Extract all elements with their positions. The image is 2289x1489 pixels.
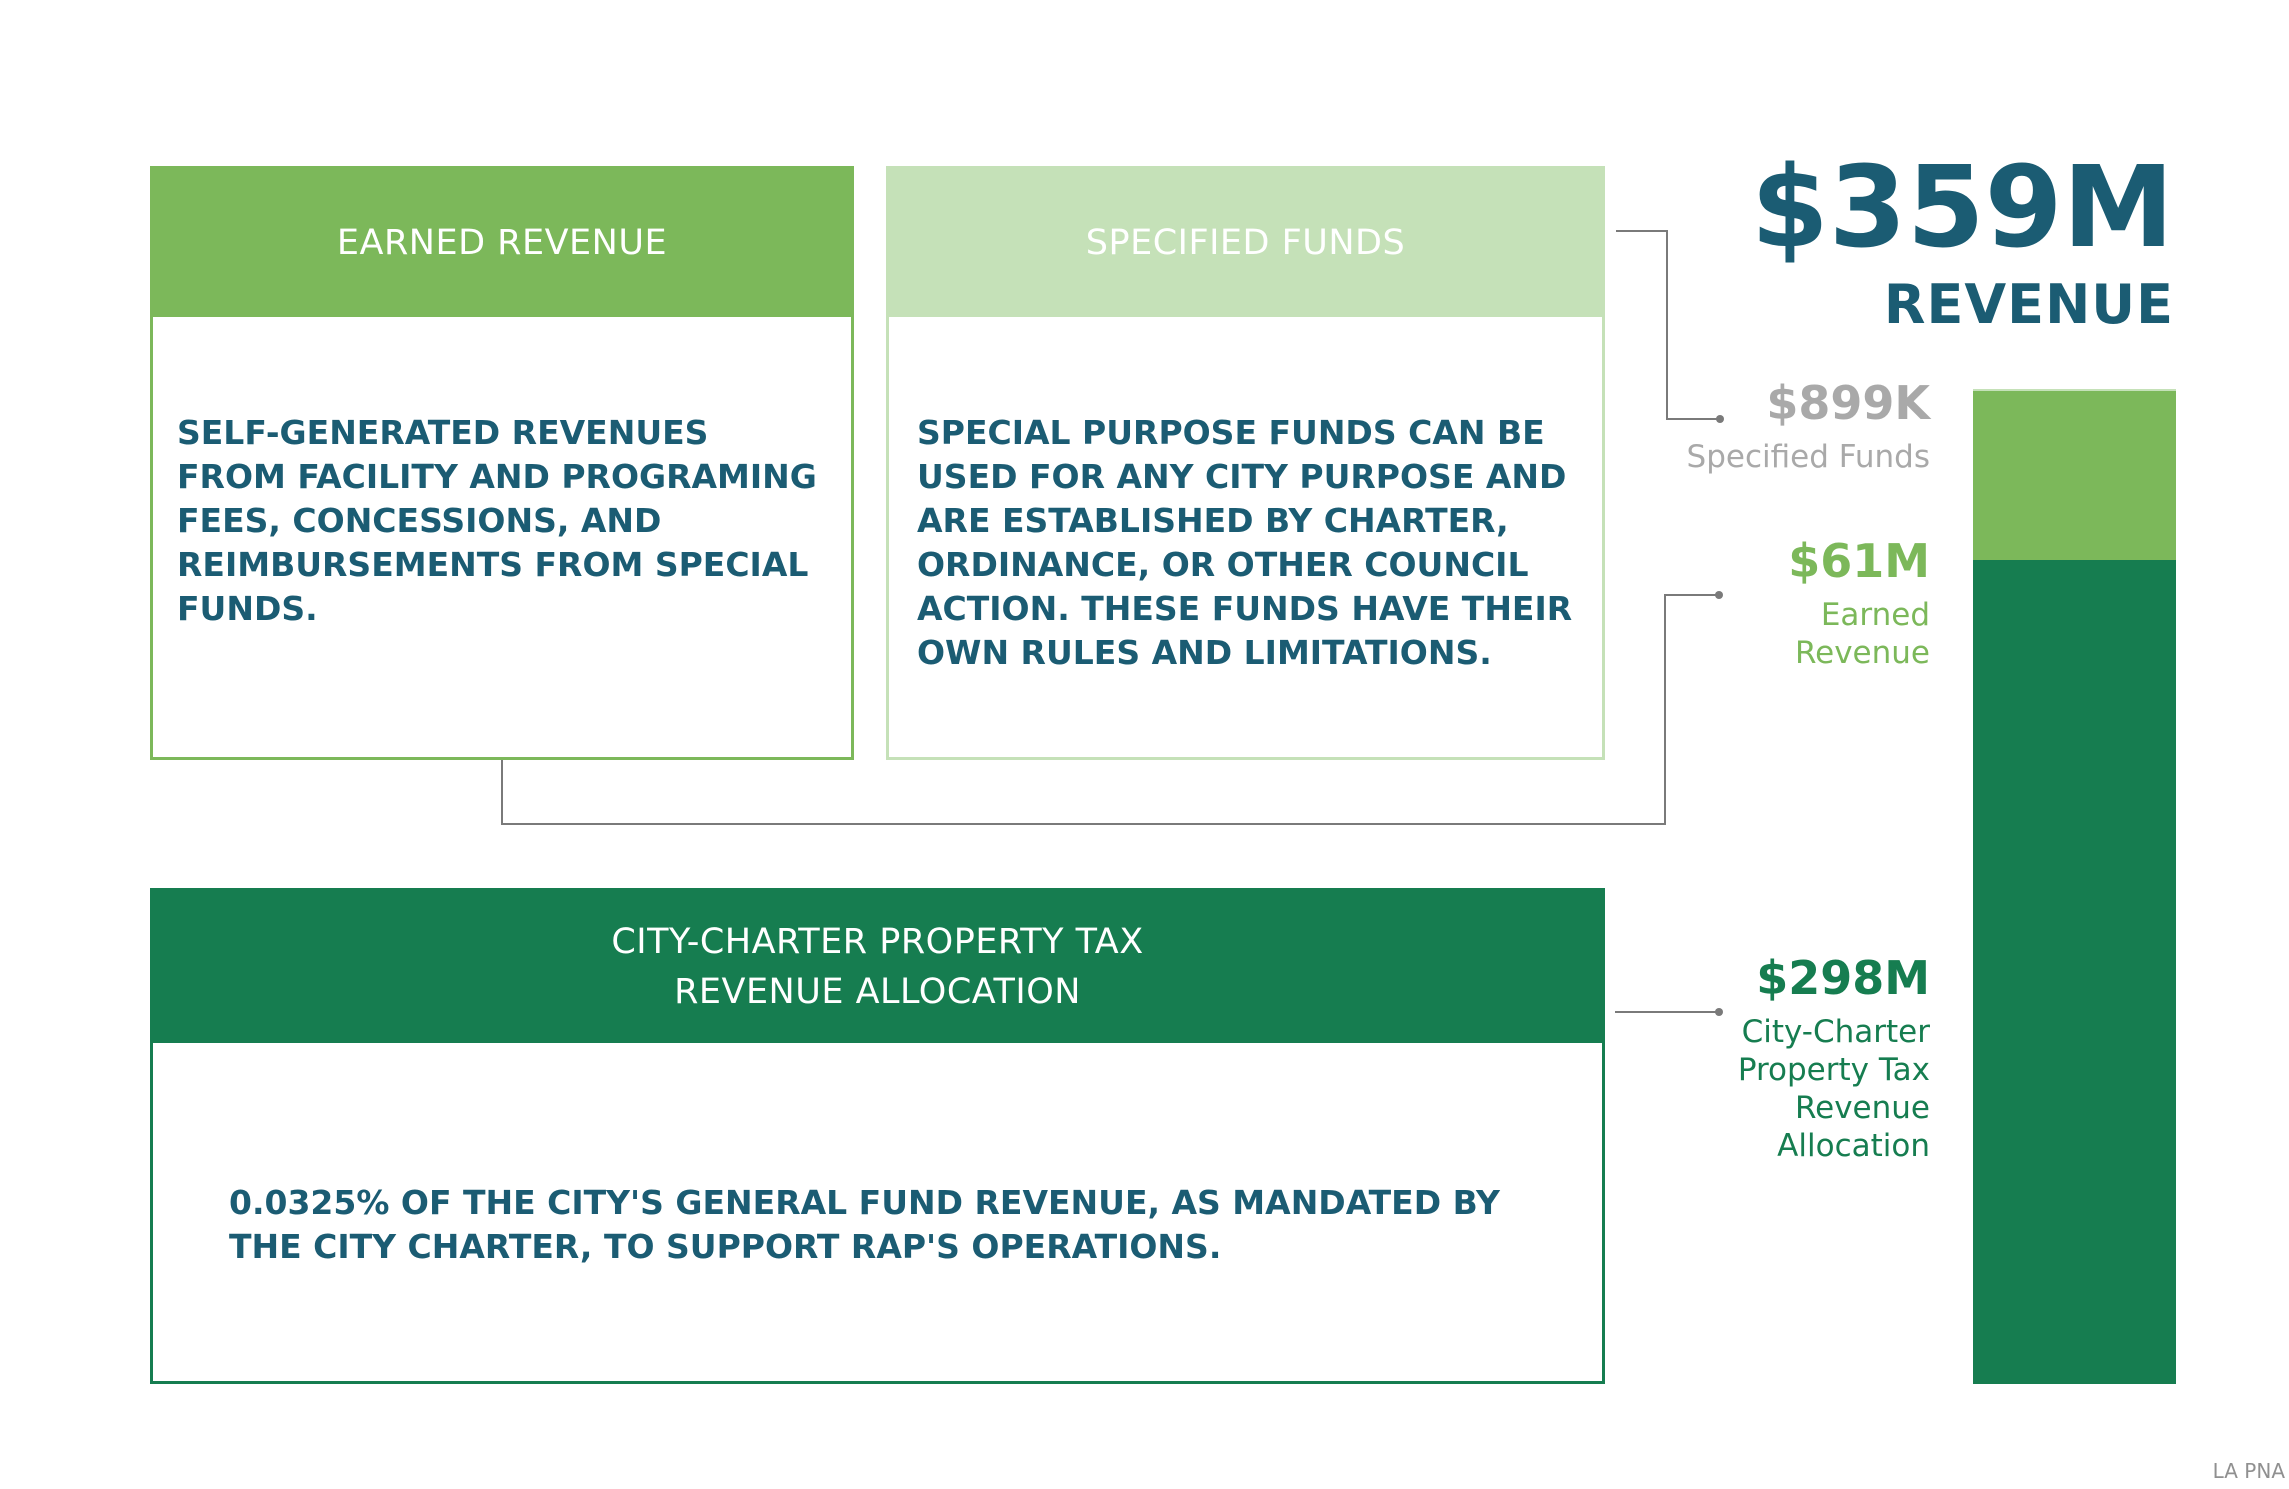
city-charter-title: CITY-CHARTER PROPERTY TAX REVENUE ALLOCA… — [153, 891, 1602, 1043]
earned-revenue-label: Earned Revenue — [1795, 596, 1930, 672]
city-charter-label-line1: City-Charter — [1741, 1014, 1930, 1050]
earned-revenue-card: EARNED REVENUE SELF-GENERATED REVENUES F… — [150, 166, 854, 760]
city-charter-label-line3: Revenue — [1794, 1090, 1930, 1126]
earned-revenue-description: SELF-GENERATED REVENUES FROM FACILITY AN… — [177, 413, 817, 628]
earned-revenue-title: EARNED REVENUE — [153, 169, 851, 317]
total-revenue-label: REVENUE — [1883, 273, 2174, 336]
city-charter-label-line4: Allocation — [1777, 1128, 1930, 1164]
specified-funds-description: SPECIAL PURPOSE FUNDS CAN BE USED FOR AN… — [917, 413, 1573, 672]
specified-funds-label: Specified Funds — [1686, 439, 1930, 475]
bar-segment-charter — [1973, 560, 2176, 1384]
earned-revenue-label-line1: Earned — [1820, 597, 1930, 633]
connector-specified-dot — [1716, 415, 1724, 423]
bar-segment-specified — [1973, 389, 2176, 392]
connector-charter-dot — [1715, 1008, 1723, 1016]
bar-segment-earned — [1973, 391, 2176, 561]
earned-revenue-amount: $61M — [1788, 534, 1930, 588]
connector-earned-dot — [1715, 591, 1723, 599]
connector-earned — [501, 594, 1717, 825]
total-revenue-amount: $359M — [1750, 143, 2174, 273]
earned-revenue-label-line2: Revenue — [1794, 635, 1930, 671]
city-charter-title-line2: REVENUE ALLOCATION — [674, 972, 1081, 1012]
source-credit: LA PNA — [2212, 1459, 2285, 1483]
city-charter-title-line1: CITY-CHARTER PROPERTY TAX — [611, 922, 1144, 962]
city-charter-label-line2: Property Tax — [1737, 1052, 1930, 1088]
specified-funds-card: SPECIFIED FUNDS SPECIAL PURPOSE FUNDS CA… — [886, 166, 1605, 760]
city-charter-amount: $298M — [1756, 951, 1930, 1005]
connector-specified — [1616, 230, 1718, 420]
city-charter-card: CITY-CHARTER PROPERTY TAX REVENUE ALLOCA… — [150, 888, 1605, 1384]
specified-funds-amount: $899K — [1766, 376, 1930, 430]
city-charter-description: 0.0325% OF THE CITY'S GENERAL FUND REVEN… — [229, 1183, 1500, 1266]
city-charter-label: City-Charter Property Tax Revenue Alloca… — [1738, 1013, 1930, 1165]
specified-funds-title: SPECIFIED FUNDS — [889, 169, 1602, 317]
